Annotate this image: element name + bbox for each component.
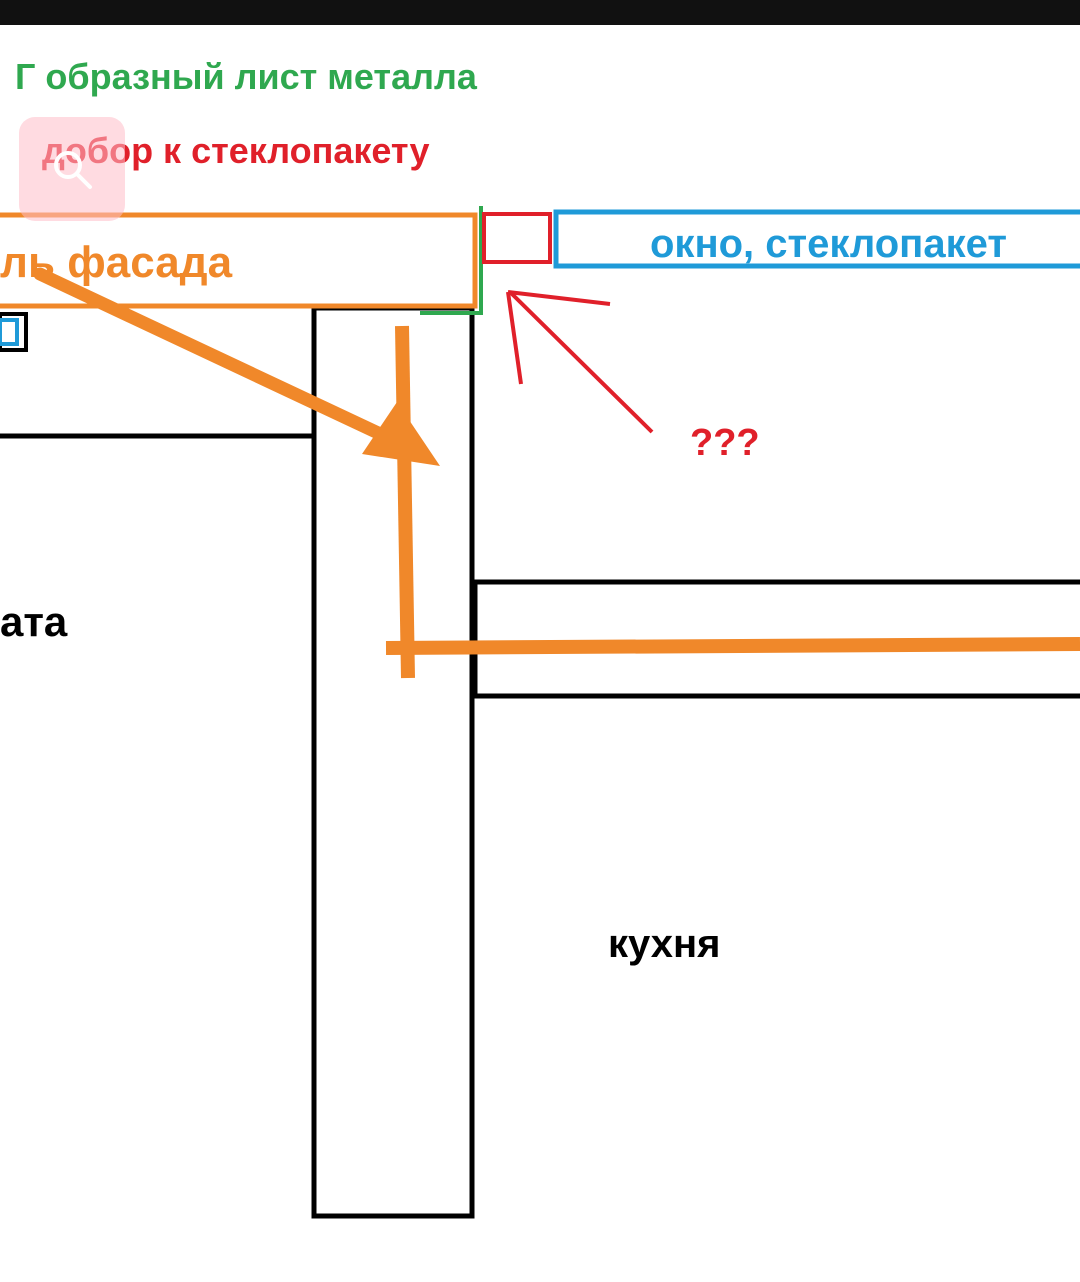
metal-sheet-l-shape (420, 206, 483, 315)
kitchen-window-sill (472, 579, 1080, 699)
red-arrow-head-down (506, 291, 523, 385)
question-label: ??? (690, 422, 760, 464)
zoom-button[interactable] (19, 117, 125, 221)
red-arrow-head-right (507, 290, 611, 306)
facade-panel-label: ль фасада (0, 238, 233, 287)
orange-vertical-line (395, 325, 415, 679)
top-status-bar (0, 0, 1080, 25)
magnifier-icon (54, 151, 92, 189)
window-frame (553, 209, 1080, 269)
glazing-trim-box (482, 212, 552, 264)
red-arrow-shaft (508, 290, 654, 434)
orange-arrow-shaft (33, 267, 417, 455)
left-window-glass (0, 318, 19, 346)
window-label: окно, стеклопакет (650, 222, 1007, 266)
kitchen-label: кухня (608, 922, 721, 966)
facade-panel (0, 212, 478, 309)
left-window-frame (0, 312, 28, 352)
room-label: ата (0, 598, 68, 645)
metal-sheet-label: Г образный лист металла (15, 56, 477, 97)
orange-horizontal-line (385, 637, 1080, 655)
